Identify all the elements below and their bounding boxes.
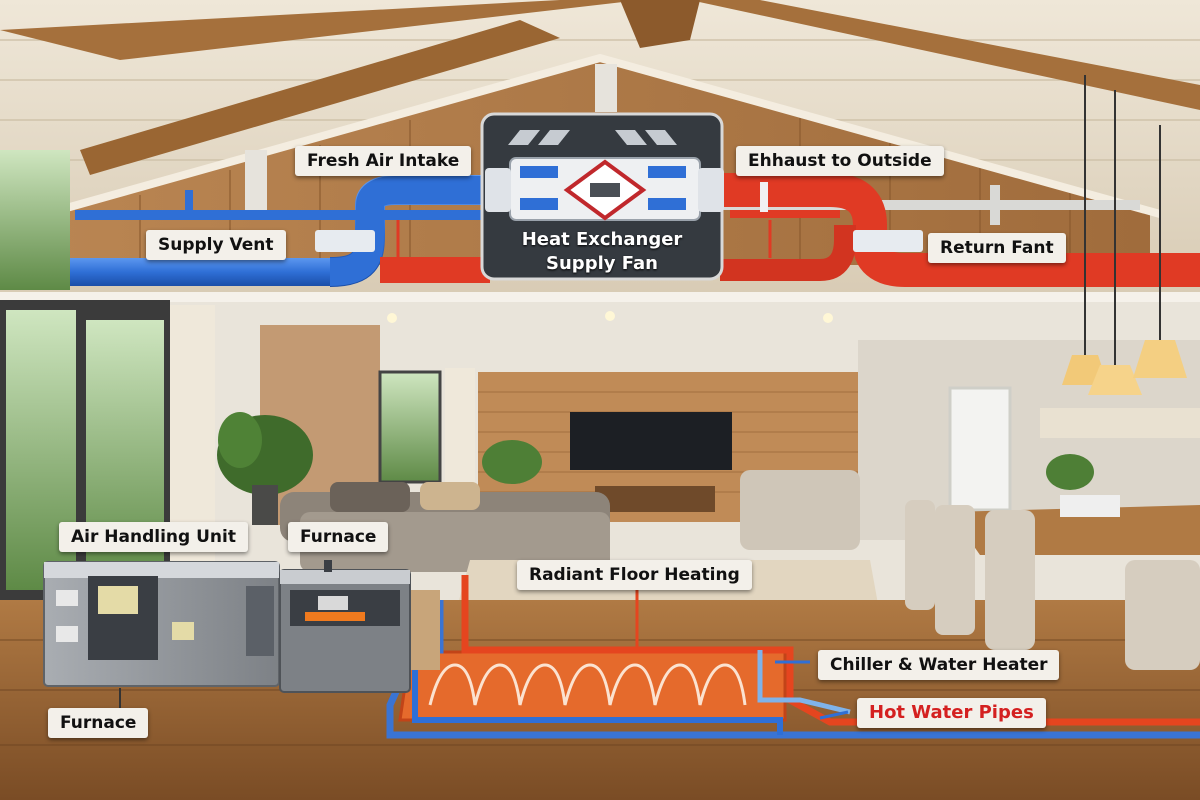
callout-radiant-floor-heating: Radiant Floor Heating [517, 560, 752, 590]
heat-exchanger-line1: Heat Exchanger [521, 229, 683, 250]
callout-furnace-top: Furnace [288, 522, 389, 552]
callout-air-handling-unit: Air Handling Unit [59, 522, 248, 552]
callout-return-fan: Return Fant [928, 233, 1066, 263]
plant-icon [217, 412, 313, 525]
heat-exchanger-line2: Supply Fan [546, 253, 658, 274]
heat-exchanger-label: Heat Exchanger Supply Fan [484, 228, 720, 276]
callout-supply-vent: Supply Vent [146, 230, 286, 260]
tv-icon [570, 412, 732, 470]
air-handling-unit-icon [43, 561, 280, 687]
callout-exhaust-to-outside: Ehhaust to Outside [736, 146, 944, 176]
callout-furnace-bottom: Furnace [48, 708, 149, 738]
pendant-lamp-icon [1062, 75, 1187, 395]
furnace-unit-icon [279, 560, 411, 693]
callout-hot-water-pipes: Hot Water Pipes [857, 698, 1046, 728]
radiant-floor-loop [398, 650, 787, 722]
callout-chiller-water-heater: Chiller & Water Heater [818, 650, 1060, 680]
heat-exchanger-unit [480, 112, 724, 281]
callout-fresh-air-intake: Fresh Air Intake [295, 146, 472, 176]
